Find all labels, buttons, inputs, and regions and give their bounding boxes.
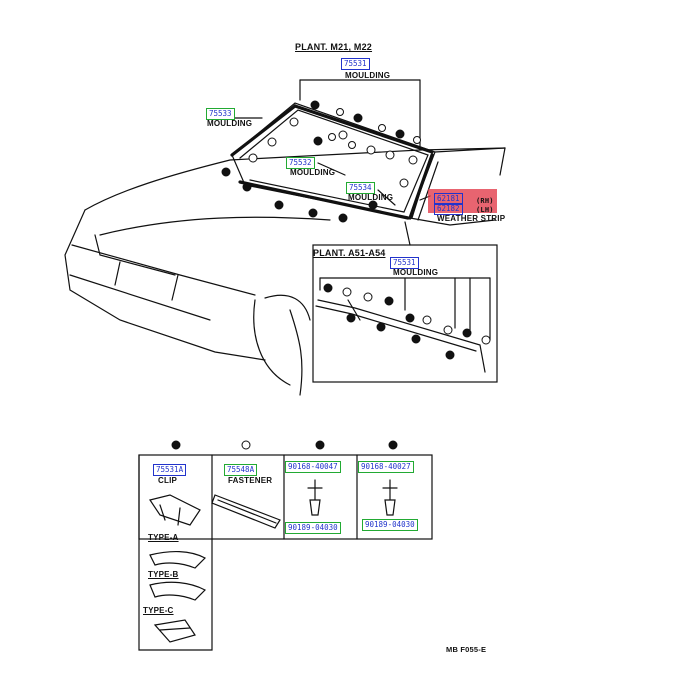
part-90189-04030-a[interactable]: 90189-04030	[285, 522, 341, 534]
type-c-shape	[153, 619, 196, 643]
part-75548a[interactable]: 75548A	[224, 464, 258, 476]
car-grille-line	[71, 244, 256, 296]
screw-b	[382, 479, 398, 516]
type-b-label: TYPE-B	[148, 570, 179, 579]
inset-moulding	[317, 299, 486, 373]
part-75531a[interactable]: 75531A	[153, 464, 187, 476]
car-front-outline	[64, 209, 266, 361]
clip-symbols-top	[221, 100, 421, 223]
moulding-label-inset: MOULDING	[393, 268, 439, 277]
weather-strip-label: WEATHER STRIP	[437, 214, 506, 223]
part-62182[interactable]: 62182	[434, 203, 463, 215]
moulding-upper	[293, 104, 434, 154]
part-62181[interactable]: 62181	[434, 193, 463, 205]
car-hood-outline	[84, 147, 506, 211]
fastener-strip	[211, 494, 281, 529]
plant-a51-title: PLANT. A51-A54	[313, 248, 386, 258]
part-90189-04030-b[interactable]: 90189-04030	[362, 519, 418, 531]
type-a-label: TYPE-A	[148, 533, 179, 542]
car-hood-crease	[99, 216, 331, 236]
type-a-shape	[149, 551, 206, 569]
type-b-shape	[149, 581, 206, 601]
screw-a	[307, 479, 323, 516]
moulding-left	[230, 104, 297, 157]
wheel-arch	[253, 299, 291, 386]
moulding-label-75532: MOULDING	[290, 168, 336, 177]
figure-code: MB F055-E	[446, 645, 487, 654]
type-c-label: TYPE-C	[143, 606, 174, 615]
plant-m21-title: PLANT. M21, M22	[295, 42, 373, 52]
moulding-side	[408, 153, 434, 220]
moulding-label-75533: MOULDING	[207, 119, 253, 128]
moulding-lower	[238, 180, 410, 220]
clip-bracket	[149, 494, 201, 526]
part-75531-inset[interactable]: 75531	[390, 257, 419, 269]
part-75532[interactable]: 75532	[286, 157, 315, 169]
inset-box-a51	[312, 244, 498, 383]
rh-label: (RH)	[476, 197, 494, 205]
part-75531-top[interactable]: 75531	[341, 58, 370, 70]
part-75533[interactable]: 75533	[206, 108, 235, 120]
lh-label: (LH)	[476, 206, 494, 214]
moulding-label-top: MOULDING	[345, 71, 391, 80]
clip-symbols-inset	[323, 283, 491, 360]
clip-symbols-table	[171, 440, 398, 450]
part-90168-40047[interactable]: 90168-40047	[285, 461, 341, 473]
clip-label: CLIP	[158, 476, 178, 485]
part-90168-40027[interactable]: 90168-40027	[358, 461, 414, 473]
moulding-label-75534: MOULDING	[348, 193, 394, 202]
part-75534[interactable]: 75534	[346, 182, 375, 194]
fastener-label: FASTENER	[228, 476, 273, 485]
